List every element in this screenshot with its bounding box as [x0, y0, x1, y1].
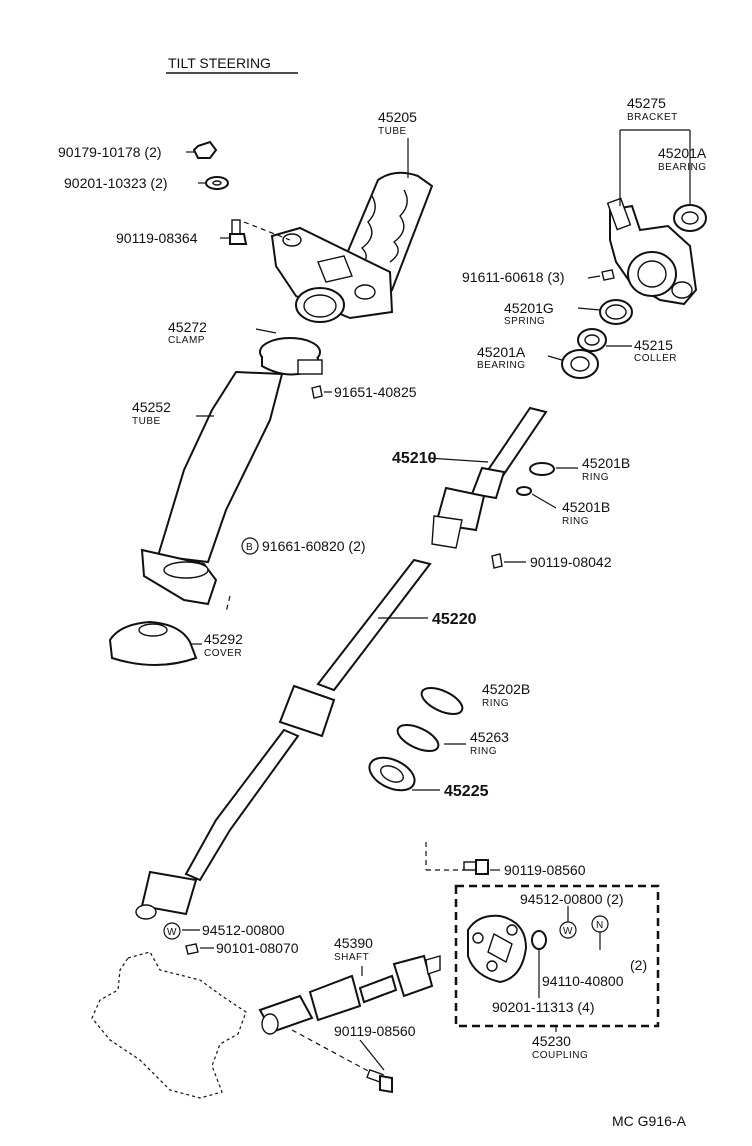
- part-name-ring-2: RING: [562, 516, 589, 527]
- coupling-box: [454, 884, 660, 1028]
- part-number-45201A-mid: 45201A: [477, 344, 526, 360]
- part-number-90119-08364: 90119-08364: [116, 230, 198, 246]
- marker-n-label: N: [596, 920, 604, 931]
- ring-part: [516, 486, 532, 496]
- part-number-45201B-2: 45201B: [562, 499, 610, 515]
- bolt-coupling-part: [463, 859, 489, 875]
- part-number-91611: 91611-60618 (3): [462, 269, 564, 285]
- main-shaft-part: [431, 406, 548, 549]
- leader: [359, 1039, 385, 1071]
- part-number-45230: 45230: [532, 1033, 571, 1049]
- part-number-45210: 45210: [392, 450, 437, 467]
- part-number-45202B: 45202B: [482, 681, 530, 697]
- bolt-clamp-part: [311, 385, 323, 399]
- part-number-90201-10323: 90201-10323 (2): [64, 175, 168, 191]
- part-name-clamp: CLAMP: [168, 335, 205, 346]
- part-name-tube: TUBE: [378, 126, 407, 137]
- part-number-45275: 45275: [627, 95, 666, 111]
- part-name-coupling: COUPLING: [532, 1050, 588, 1061]
- part-number-45220: 45220: [432, 611, 477, 628]
- part-name-bearing-top: BEARING: [658, 162, 707, 173]
- bolt-lower-part: [366, 1068, 393, 1094]
- part-number-91661: 91661-60820 (2): [262, 538, 366, 554]
- part-number-90179: 90179-10178 (2): [58, 144, 162, 160]
- cover-part: [108, 620, 198, 666]
- part-number-45292: 45292: [204, 631, 243, 647]
- part-number-90119-08042: 90119-08042: [530, 554, 612, 570]
- leader: [255, 328, 277, 334]
- coupling-part: [467, 914, 547, 984]
- lower-shaft-part: [258, 954, 441, 1035]
- part-name-ring-4: RING: [470, 746, 497, 757]
- clamp-part: [259, 337, 323, 376]
- leader: [427, 457, 489, 463]
- leader: [531, 493, 557, 509]
- leader: [547, 355, 563, 361]
- bolt-mid-part: [491, 553, 503, 569]
- intermediate-shaft-part: [135, 558, 432, 920]
- spring-part: [599, 299, 633, 325]
- part-number-91651: 91651-40825: [334, 384, 417, 400]
- collar-part: [577, 328, 607, 352]
- marker-b: [241, 537, 259, 555]
- part-number-94512-b: 94512-00800 (2): [520, 891, 624, 907]
- part-number-90119-08560-a: 90119-08560: [504, 862, 586, 878]
- part-name-spring: SPRING: [504, 316, 545, 327]
- dashed-guide: [225, 595, 231, 613]
- part-number-45201A-top: 45201A: [658, 145, 707, 161]
- part-name-tube-lower: TUBE: [132, 416, 161, 427]
- part-number-45272: 45272: [168, 319, 207, 335]
- part-number-90101: 90101-08070: [216, 940, 299, 956]
- part-number-45390: 45390: [334, 935, 373, 951]
- marker-w-lower-label: W: [167, 927, 177, 938]
- ring-part: [420, 687, 464, 715]
- part-name-bracket: BRACKET: [627, 112, 678, 123]
- nut-qty: (2): [630, 957, 647, 973]
- marker-w-lower: [163, 922, 181, 940]
- part-number-90119-08560-b: 90119-08560: [334, 1023, 416, 1039]
- leader: [587, 275, 601, 279]
- part-number-45201B-1: 45201B: [582, 455, 630, 471]
- part-number-90201-11313: 90201-11313 (4): [492, 999, 594, 1015]
- part-name-coller: COLLER: [634, 353, 677, 364]
- part-name-ring-3: RING: [482, 698, 509, 709]
- part-number-45252: 45252: [132, 399, 171, 415]
- part-number-45215: 45215: [634, 337, 673, 353]
- diagram-title: TILT STEERING: [168, 55, 271, 71]
- nut-part: [192, 140, 218, 159]
- bracket-part: [606, 197, 707, 306]
- part-number-94512-a: 94512-00800: [202, 922, 285, 938]
- dashed-guide: [291, 1029, 371, 1073]
- bolt-small-part: [185, 943, 199, 955]
- screw-part: [601, 269, 615, 281]
- part-number-45263: 45263: [470, 729, 509, 745]
- diagram-code: MC G916-A: [612, 1113, 687, 1129]
- marker-w-label: W: [563, 926, 573, 937]
- part-number-45201G: 45201G: [504, 300, 554, 316]
- bearing-mid-part: [561, 349, 599, 379]
- part-number-45205: 45205: [378, 109, 417, 125]
- part-number-94110: 94110-40800: [542, 973, 624, 989]
- leader: [577, 307, 601, 311]
- part-name-shaft: SHAFT: [334, 952, 369, 963]
- ring-part: [529, 462, 555, 476]
- marker-b-label: B: [246, 542, 253, 553]
- gearbox-part: [91, 951, 247, 1099]
- part-name-bearing-mid: BEARING: [477, 360, 526, 371]
- seal-part: [368, 756, 416, 792]
- ring-part: [396, 724, 440, 752]
- bolt-part: [229, 219, 248, 245]
- lower-tube-part: [140, 370, 284, 606]
- part-name-cover: COVER: [204, 648, 242, 659]
- upper-tube-part: [270, 171, 434, 323]
- part-number-45225: 45225: [444, 783, 489, 800]
- part-name-ring-1: RING: [582, 472, 609, 483]
